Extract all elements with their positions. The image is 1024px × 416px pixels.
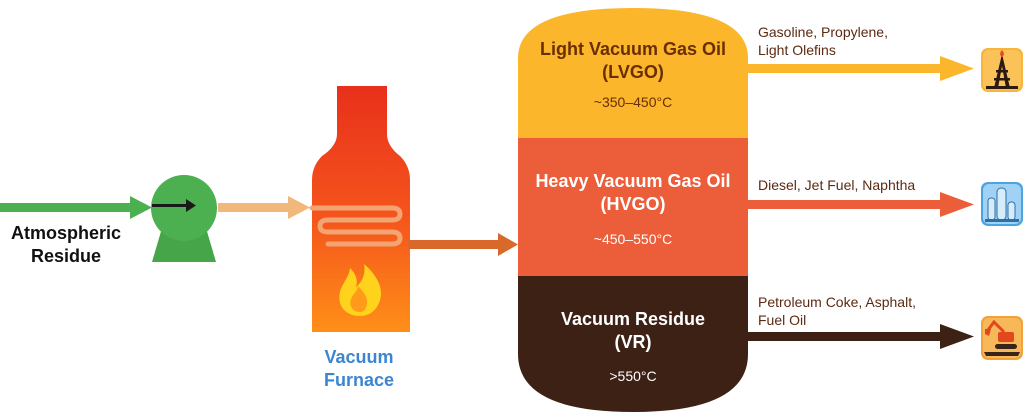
feed-label-line2: Residue — [30, 245, 102, 266]
furnace-label-line1: Vacuum — [324, 347, 394, 367]
product-arrow-lvgo — [748, 56, 974, 81]
refinery-tower-icon — [981, 182, 1023, 226]
lvgo-section — [518, 8, 748, 138]
product-lvgo-line2: Light Olefins — [758, 42, 836, 59]
vacuum-column — [518, 8, 748, 412]
excavator-icon — [981, 316, 1023, 360]
product-vr-line2: Fuel Oil — [758, 312, 807, 329]
lvgo-name: Light Vacuum Gas Oil (LVGO) — [518, 38, 748, 83]
product-arrow-vr — [748, 324, 974, 349]
product-lvgo-line1: Gasoline, Propylene, — [758, 24, 888, 40]
vr-abbr: (VR) — [614, 331, 652, 352]
vr-name-text: Vacuum Residue — [560, 309, 706, 329]
product-hvgo-line1: Diesel, Jet Fuel, Naphtha — [758, 177, 916, 193]
pump-icon — [151, 175, 217, 262]
product-arrow-hvgo — [748, 192, 974, 217]
hvgo-name-text: Heavy Vacuum Gas Oil — [535, 171, 731, 191]
feed-label-line1: Atmospheric — [10, 223, 122, 243]
oil-derrick-icon — [981, 48, 1023, 92]
furnace-outlet-arrow — [408, 233, 518, 256]
hvgo-abbr: (HVGO) — [600, 193, 666, 214]
furnace-label: Vacuum Furnace — [300, 346, 418, 391]
heating-coils — [309, 205, 403, 247]
product-label-hvgo: Diesel, Jet Fuel, Naphtha — [758, 176, 958, 194]
feed-arrow — [0, 196, 152, 219]
product-vr-line1: Petroleum Coke, Asphalt, — [758, 294, 916, 310]
vr-name: Vacuum Residue (VR) — [518, 308, 748, 353]
furnace-label-line2: Furnace — [323, 369, 395, 390]
product-label-vr: Petroleum Coke, Asphalt, Fuel Oil — [758, 293, 958, 329]
feed-label: Atmospheric Residue — [0, 222, 132, 267]
hvgo-temp: ~450–550°C — [593, 231, 673, 247]
hvgo-section — [518, 138, 748, 276]
vr-temp: >550°C — [609, 368, 657, 384]
product-label-lvgo: Gasoline, Propylene, Light Olefins — [758, 23, 958, 59]
vr-section — [518, 276, 748, 412]
vacuum-furnace — [309, 86, 410, 332]
lvgo-name-text: Light Vacuum Gas Oil — [539, 39, 727, 59]
flame-icon — [339, 264, 382, 316]
lvgo-abbr: (LVGO) — [602, 61, 664, 82]
lvgo-temp: ~350–450°C — [593, 94, 673, 110]
pump-outlet-arrow — [218, 196, 310, 219]
hvgo-name: Heavy Vacuum Gas Oil (HVGO) — [518, 170, 748, 215]
